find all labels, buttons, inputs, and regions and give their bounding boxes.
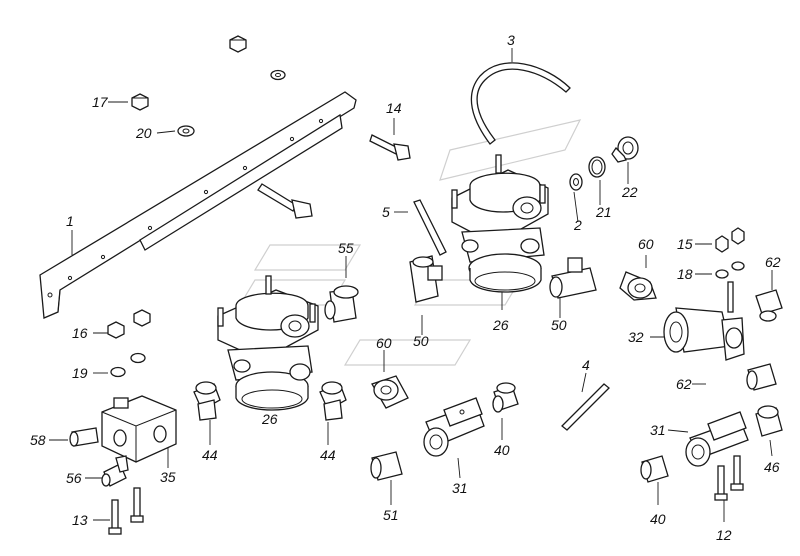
elbow-46 — [755, 405, 783, 437]
elbow-62-lower — [746, 363, 777, 391]
elbow-40-right — [640, 455, 669, 483]
callout-4: 4 — [582, 357, 590, 373]
washer-2 — [569, 173, 583, 191]
bolt-14 — [369, 134, 411, 161]
callout-17: 17 — [92, 94, 109, 110]
callout-26-lower: 26 — [261, 411, 278, 427]
callout-16: 16 — [72, 325, 88, 341]
callout-22: 22 — [621, 184, 638, 200]
elbow-62-upper — [755, 289, 783, 322]
bolt-13-a — [108, 499, 122, 535]
callout-50-upper: 50 — [551, 317, 567, 333]
relay-valve-31-center — [423, 397, 485, 457]
callout-40-center: 40 — [494, 442, 510, 458]
valve-32 — [663, 307, 745, 361]
nut-16-a — [107, 321, 125, 339]
bolt-13-b — [130, 487, 144, 523]
callout-60-upper: 60 — [638, 236, 654, 252]
brake-valve-upper — [451, 154, 549, 293]
ring-21 — [588, 156, 606, 178]
nut-15 — [715, 235, 729, 253]
fitting-60-lower — [371, 375, 409, 409]
fitting-60-upper — [619, 271, 657, 301]
callout-44-left: 44 — [202, 447, 218, 463]
mounting-bracket — [39, 91, 357, 319]
relay-valve-31-right — [685, 411, 749, 467]
callout-26-upper: 26 — [492, 317, 509, 333]
washer-18-b — [731, 261, 745, 271]
callout-40-right: 40 — [650, 511, 666, 527]
rod-4 — [561, 383, 610, 431]
washer-top — [270, 69, 286, 81]
callout-2: 2 — [573, 217, 582, 233]
callout-12: 12 — [716, 527, 732, 543]
fitting-55 — [324, 285, 359, 323]
stud-32 — [727, 281, 734, 313]
callout-44-right: 44 — [320, 447, 336, 463]
elbow-44-left — [193, 381, 221, 421]
callout-62-lower: 62 — [676, 376, 692, 392]
callout-51: 51 — [383, 507, 399, 523]
callout-13: 13 — [72, 512, 88, 528]
nut-15-b — [731, 227, 745, 245]
hose-3 — [470, 62, 571, 145]
washer-18 — [715, 269, 729, 279]
elbow-40-center — [492, 382, 519, 413]
callout-18: 18 — [677, 266, 693, 282]
nut-17 — [131, 93, 149, 111]
callout-46: 46 — [764, 459, 780, 475]
washer-20 — [177, 125, 195, 137]
callout-56: 56 — [66, 470, 82, 486]
callout-19: 19 — [72, 365, 88, 381]
callout-58: 58 — [30, 432, 46, 448]
callout-60-lower: 60 — [376, 335, 392, 351]
tube-5 — [413, 199, 447, 256]
plug-22 — [611, 136, 639, 163]
callout-35: 35 — [160, 469, 176, 485]
callout-32: 32 — [628, 329, 644, 345]
callout-55: 55 — [338, 240, 354, 256]
callout-5: 5 — [382, 204, 390, 220]
callout-1: 1 — [66, 213, 74, 229]
washer-19-b — [130, 352, 146, 364]
callout-15: 15 — [677, 236, 693, 252]
callout-21: 21 — [595, 204, 612, 220]
washer-19-a — [110, 366, 126, 378]
tee-50-upper — [549, 257, 597, 299]
callout-31-right: 31 — [650, 422, 666, 438]
bolt-lower — [257, 183, 313, 219]
callout-50-middle: 50 — [413, 333, 429, 349]
callout-3: 3 — [507, 32, 515, 48]
bolt-12-a — [714, 465, 728, 501]
bolt-12-b — [730, 455, 744, 491]
elbow-44-right — [319, 381, 347, 421]
callout-14: 14 — [386, 100, 402, 116]
brake-valve-lower — [217, 275, 319, 411]
callout-20: 20 — [135, 125, 152, 141]
callout-31-center: 31 — [452, 480, 468, 496]
fitting-58 — [69, 427, 99, 447]
nut-16-b — [133, 309, 151, 327]
nut-top — [229, 35, 247, 53]
callout-labels: 1 17 20 14 3 5 2 21 22 55 50 50 26 60 15… — [30, 32, 781, 543]
callout-62-upper: 62 — [765, 254, 781, 270]
fitting-51 — [370, 451, 403, 481]
fitting-56 — [101, 455, 129, 487]
valve-block-35 — [101, 395, 177, 463]
tee-50-middle — [409, 255, 443, 303]
